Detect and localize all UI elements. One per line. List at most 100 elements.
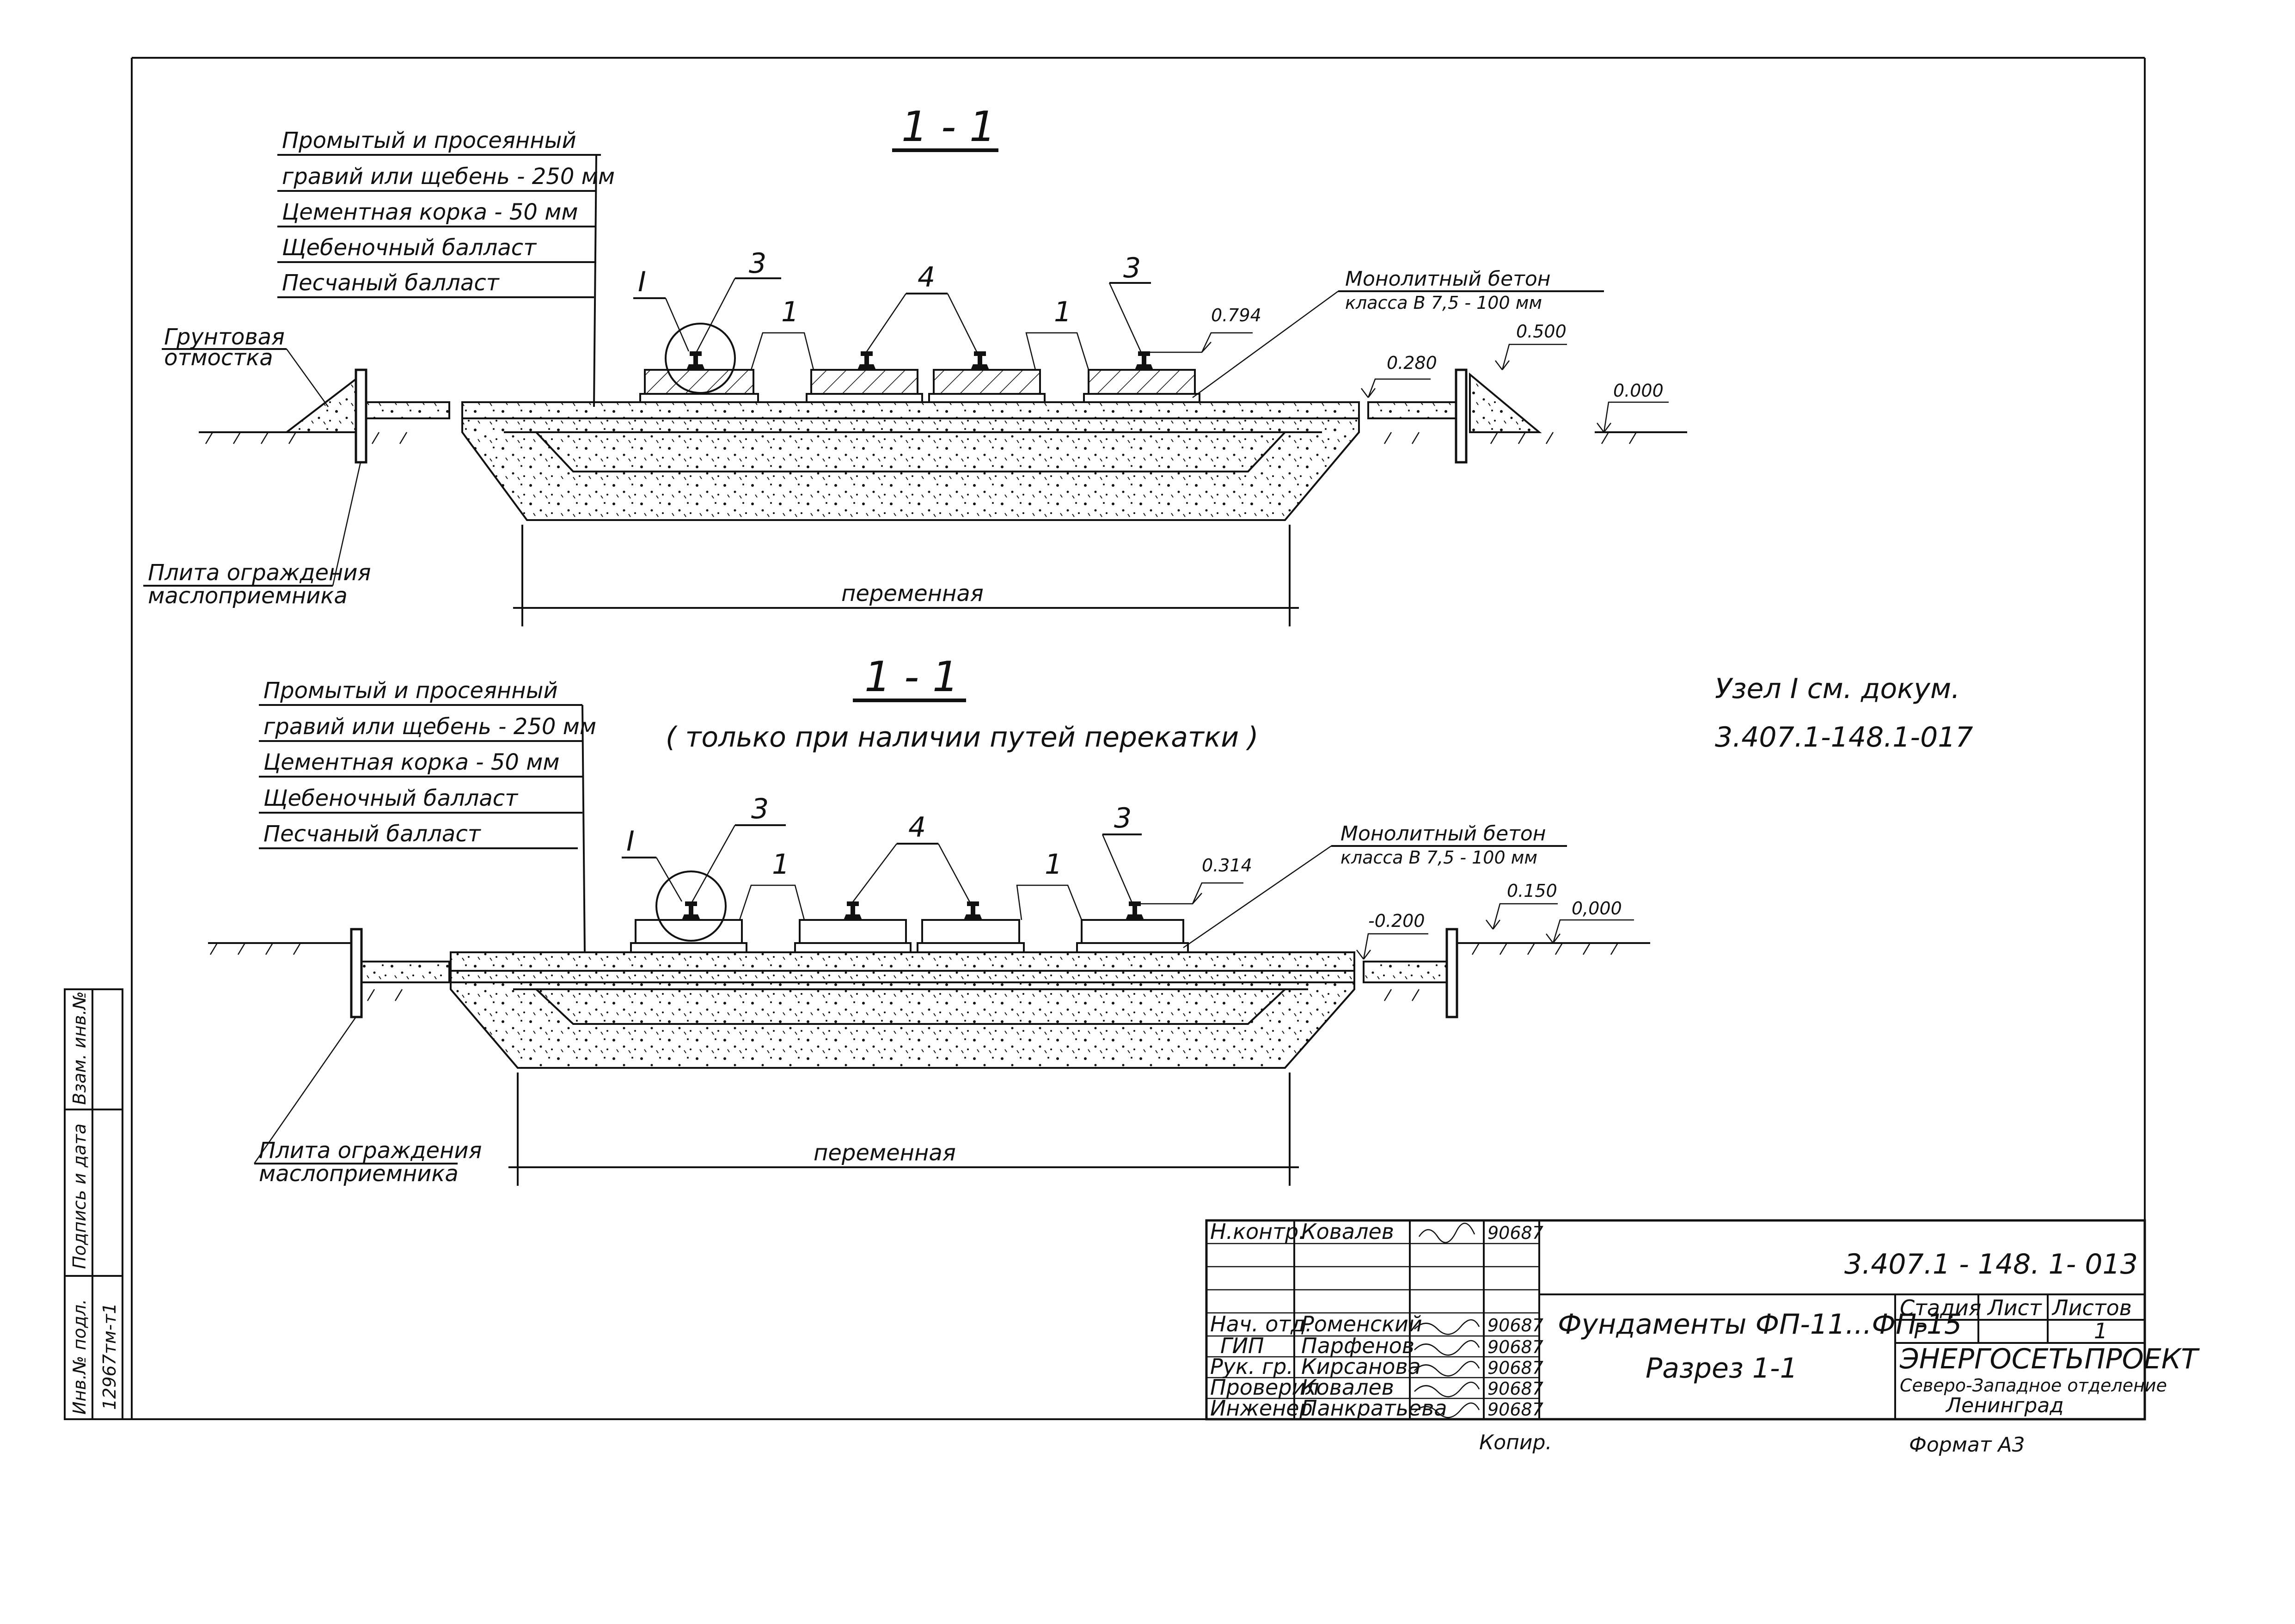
foundation-block [933, 369, 1041, 395]
foundation-block [810, 369, 918, 395]
level-mark: 0,000 [1572, 898, 1622, 919]
concrete-label: класса В 7,5 - 100 мм [1345, 293, 1542, 313]
mark-label: 3 [751, 793, 769, 825]
node-note: Узел I см. докум. 3.407.1-148.1-017 [1715, 673, 1973, 754]
title-block: Н.контр. Ковалев 90687 Нач. отд. Роменск… [1205, 1219, 2200, 1457]
tb-role: Н.контр. [1210, 1219, 1305, 1244]
concrete-label: Монолитный бетон [1345, 267, 1551, 291]
doc-code: 3.407.1 - 148. 1- 013 [1844, 1248, 2138, 1281]
level-mark: 0.280 [1387, 353, 1437, 373]
tb-name: Парфенов [1301, 1333, 1414, 1358]
side-stamp: Инв.№ подл. 12967тм-т1 Подпись и дата Вз… [64, 988, 123, 1420]
stage-header: Стадия [1900, 1295, 1981, 1320]
mark-label: 3 [1114, 802, 1132, 834]
dimension-label: переменная [841, 581, 984, 607]
node-circle [665, 323, 736, 394]
foundation-block [1088, 369, 1196, 395]
level-mark: 0.314 [1202, 855, 1252, 876]
tb-date: 90687 [1487, 1337, 1543, 1357]
format-label: Формат А3 [1909, 1433, 2025, 1457]
stamp-label: Взам. инв.№ [69, 991, 90, 1105]
ground-hatch [205, 432, 1637, 444]
section-top: 1 - 1 Промытый и просеянный гравий или щ… [143, 103, 1687, 626]
tb-date: 90687 [1487, 1399, 1543, 1420]
foundation-block [921, 919, 1020, 944]
mark-label: I [626, 825, 635, 858]
org-name: ЭНЕРГОСЕТЬПРОЕКТ [1899, 1343, 2200, 1375]
tb-role: Нач. отд. [1210, 1311, 1312, 1336]
mark-label: 1 [1054, 296, 1071, 328]
node-note-line: Узел I см. докум. [1715, 673, 1960, 705]
plate-label: маслоприемника [148, 583, 348, 609]
stage-value: Р [1914, 1318, 1927, 1343]
left-label: отмостка [164, 345, 273, 371]
layer-label: Песчаный балласт [282, 270, 500, 296]
doc-title: Фундаменты ФП-11...ФП-15 [1558, 1308, 1962, 1341]
mark-label: 4 [918, 261, 935, 294]
foundation-block [799, 919, 907, 944]
foundation-block [644, 369, 754, 395]
stamp-label: Подпись и дата [69, 1123, 90, 1269]
tb-date: 90687 [1487, 1223, 1543, 1243]
node-note-line: 3.407.1-148.1-017 [1715, 721, 1973, 754]
mark-label: 1 [1045, 848, 1062, 881]
plate-label: Плита ограждения [259, 1138, 482, 1164]
level-mark: 0.000 [1613, 380, 1664, 401]
layer-label: гравий или щебень - 250 мм [282, 164, 615, 190]
layer-label: гравий или щебень - 250 мм [263, 714, 596, 740]
tb-name: Роменский [1301, 1311, 1422, 1336]
section-bottom-subtitle: ( только при наличии путей перекатки ) [666, 721, 1259, 754]
plate-label: маслоприемника [259, 1161, 459, 1187]
tb-date: 90687 [1487, 1379, 1543, 1399]
level-mark: 0.794 [1211, 305, 1261, 325]
tb-name: Ковалев [1301, 1375, 1394, 1400]
section-bottom: 1 - 1 ( только при наличии путей перекат… [208, 653, 1650, 1187]
fence-plate [1445, 928, 1458, 1018]
mark-label: 3 [749, 247, 766, 280]
foundation-block [635, 919, 743, 944]
tb-role: ГИП [1220, 1333, 1264, 1358]
layer-callouts: Промытый и просеянный гравий или щебень … [277, 128, 615, 407]
tb-date: 90687 [1487, 1315, 1543, 1336]
layer-label: Щебеночный балласт [263, 785, 519, 811]
tb-name: Кирсанова [1301, 1354, 1421, 1379]
fence-plate [1455, 368, 1468, 464]
fence-plate [355, 368, 367, 464]
level-mark: -0.200 [1368, 911, 1425, 931]
sheet-header: Лист [1987, 1295, 2042, 1320]
layer-label: Щебеночный балласт [282, 235, 537, 261]
tb-role: Инженер [1210, 1396, 1313, 1421]
tb-role: Проверил [1210, 1375, 1319, 1400]
node-circle [655, 870, 727, 942]
org-name: Ленинград [1945, 1394, 2064, 1417]
layer-label: Цементная корка - 50 мм [282, 199, 578, 225]
concrete-label: Монолитный бетон [1340, 822, 1546, 846]
sheets-header: Листов [2051, 1295, 2132, 1320]
tb-role: Рук. гр. [1210, 1354, 1293, 1379]
level-mark: 0.500 [1516, 321, 1567, 342]
layer-label: Промытый и просеянный [263, 678, 558, 704]
org-name: Северо-Западное отделение [1900, 1375, 2167, 1396]
concrete-label: класса В 7,5 - 100 мм [1340, 847, 1537, 868]
section-bottom-title: 1 - 1 [864, 653, 959, 701]
stamp-label: 12967тм-т1 [99, 1303, 120, 1410]
layer-label: Песчаный балласт [263, 821, 482, 847]
mark-label: 1 [781, 296, 799, 328]
fence-plate [350, 928, 363, 1018]
dimension-label: переменная [814, 1140, 956, 1166]
layer-callouts: Промытый и просеянный гравий или щебень … [259, 678, 596, 953]
level-mark: 0.150 [1507, 881, 1557, 901]
tb-name: Панкратьева [1301, 1396, 1447, 1421]
layer-label: Промытый и просеянный [282, 128, 576, 153]
foundation-block [1081, 919, 1184, 944]
sheets-value: 1 [2094, 1318, 2107, 1343]
copied-label: Копир. [1479, 1431, 1552, 1454]
tb-name: Ковалев [1301, 1219, 1394, 1244]
mark-label: 3 [1123, 252, 1141, 284]
left-label: Грунтовая [164, 324, 285, 350]
mark-label: I [638, 266, 646, 298]
doc-title: Разрез 1-1 [1646, 1352, 1798, 1385]
mark-label: 4 [908, 811, 926, 844]
layer-label: Цементная корка - 50 мм [263, 749, 560, 775]
